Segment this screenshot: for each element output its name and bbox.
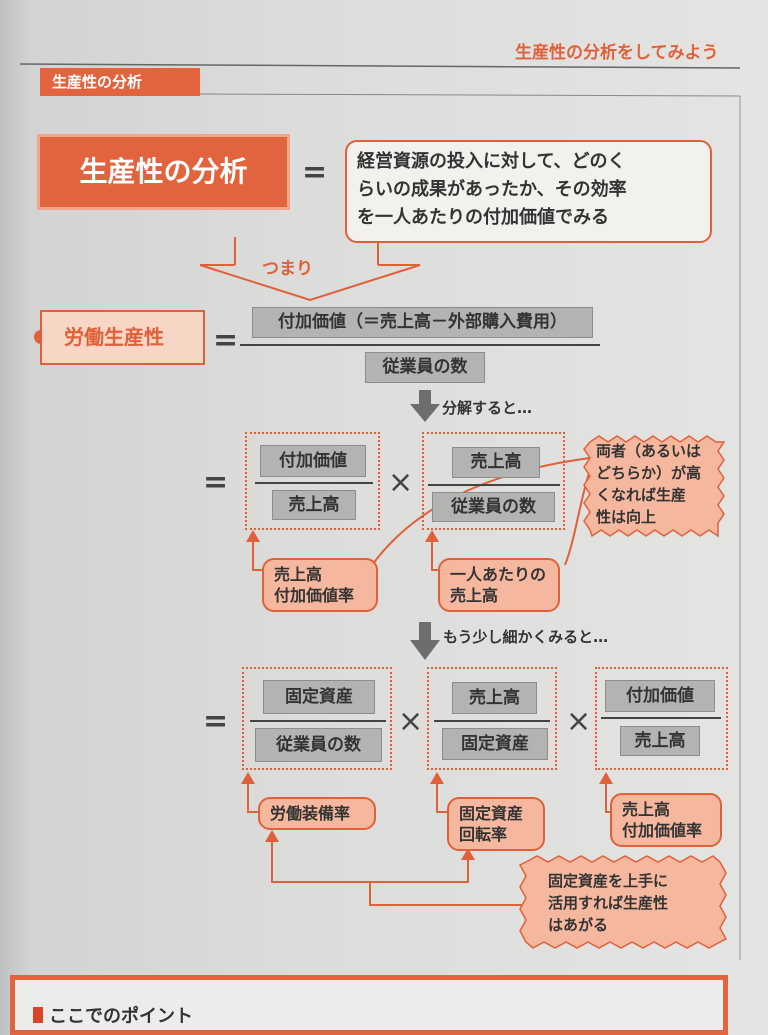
header-rule (19, 63, 741, 69)
label-value-added-ratio: 売上高 付加価値率 (262, 558, 378, 612)
labor-productivity-label: 労働生産性 (40, 310, 205, 365)
fraction-bar (434, 720, 550, 722)
fraction-bar (428, 484, 560, 486)
times-sign: × (388, 465, 414, 500)
fraction-bar (250, 720, 386, 722)
fraction1-denominator: 売上高 (272, 490, 356, 520)
fraction-bar (601, 717, 721, 719)
section-tag: 生産性の分析 (40, 68, 200, 96)
fraction2-box (422, 432, 565, 530)
down-arrow-1 (410, 390, 440, 422)
times-sign: × (566, 704, 592, 739)
burst-note-1: 両者（あるいは どちらか）が高 くなれば生産 性は向上 (596, 442, 702, 526)
fraction1-denominator: 従業員の数 (255, 728, 382, 762)
square-bullet-icon (33, 1007, 43, 1023)
point-box-title: ここでのポイント (49, 1006, 193, 1027)
step1-caption: 分解すると… (442, 399, 533, 417)
fraction2-denominator: 固定資産 (442, 728, 548, 760)
equals-sign: = (203, 465, 229, 500)
fraction1-numerator: 固定資産 (263, 680, 375, 714)
fraction2-denominator: 従業員の数 (432, 492, 555, 522)
definition-term: 生産性の分析 (40, 137, 287, 207)
section-rule (199, 93, 741, 97)
tsumari-label: つまり (262, 259, 313, 279)
fraction1-numerator: 付加価値 (260, 445, 366, 477)
fraction3-denominator: 売上高 (620, 726, 700, 756)
step2-caption: もう少し細かくみると… (443, 628, 609, 646)
lp-numerator: 付加価値（＝売上高－外部購入費用） (252, 307, 593, 338)
label-fixed-asset-turnover: 固定資産 回転率 (447, 797, 545, 851)
point-box: ここでのポイント (10, 975, 728, 1035)
fraction2-box (427, 667, 557, 770)
equals-sign: = (302, 155, 328, 190)
burst-shape-2 (518, 855, 728, 949)
fraction2-numerator: 売上高 (452, 447, 540, 478)
times-sign: × (398, 704, 424, 739)
running-title: 生産性の分析をしてみよう (515, 43, 719, 63)
fraction3-box (595, 667, 728, 770)
fraction3-numerator: 付加価値 (605, 680, 715, 712)
fraction-bar (255, 482, 373, 484)
equals-sign: = (203, 704, 229, 739)
label-capital-equipment-ratio: 労働装備率 (258, 797, 376, 830)
down-arrow-2 (410, 622, 440, 660)
fraction1-box (242, 667, 392, 770)
fraction1-box (245, 432, 380, 530)
burst-note-2: 固定資産を上手に 活用すれば生産性 はあがる (548, 872, 669, 934)
burst-shape-1 (583, 435, 726, 538)
definition-description: 経営資源の投入に対して、どのく らいの成果があったか、その効率 を一人あたりの付… (345, 140, 712, 243)
label-sales-per-employee: 一人あたりの 売上高 (438, 558, 560, 612)
label-value-added-ratio: 売上高 付加価値率 (610, 793, 722, 847)
equals-sign: = (213, 323, 239, 358)
fraction2-numerator: 売上高 (452, 682, 537, 714)
fraction-bar (240, 344, 600, 346)
step1-connectors (252, 457, 591, 571)
lp-denominator: 従業員の数 (365, 352, 485, 383)
